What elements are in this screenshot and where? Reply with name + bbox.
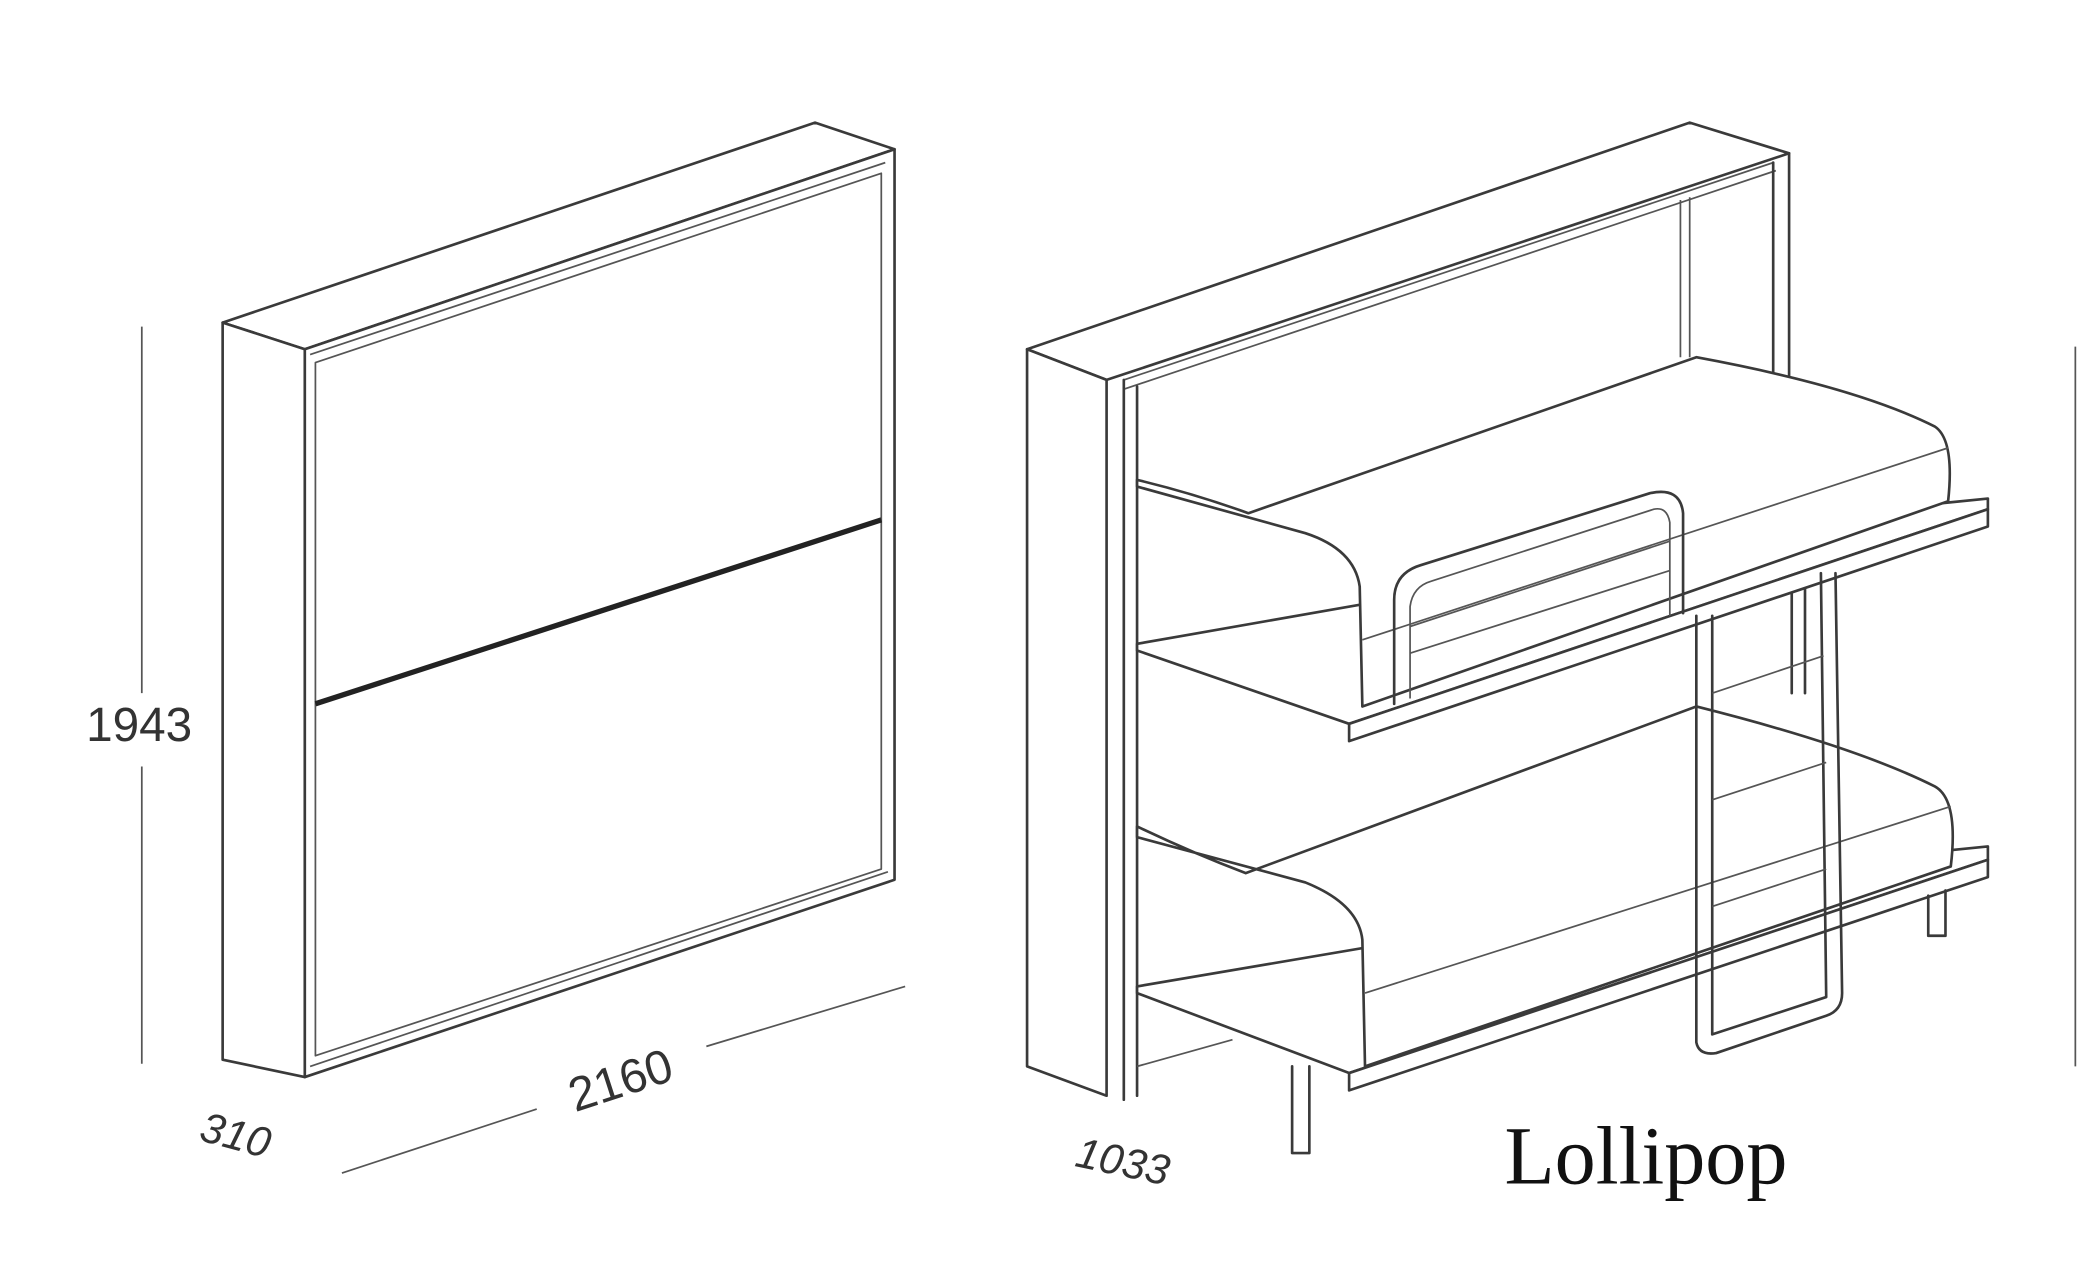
closed-cabinet-drawing: [221, 121, 896, 1079]
product-name: Lollipop: [1504, 1110, 1787, 1201]
height-dimension-label: 1943: [86, 699, 192, 752]
width-dimension-label: 2160: [562, 1039, 679, 1123]
closed-depth-label: 310: [195, 1103, 276, 1168]
open-bunk-bed-drawing: [1025, 121, 1990, 1155]
dimension-lines: [140, 326, 906, 1174]
open-depth-label: 1033: [1072, 1129, 1175, 1196]
